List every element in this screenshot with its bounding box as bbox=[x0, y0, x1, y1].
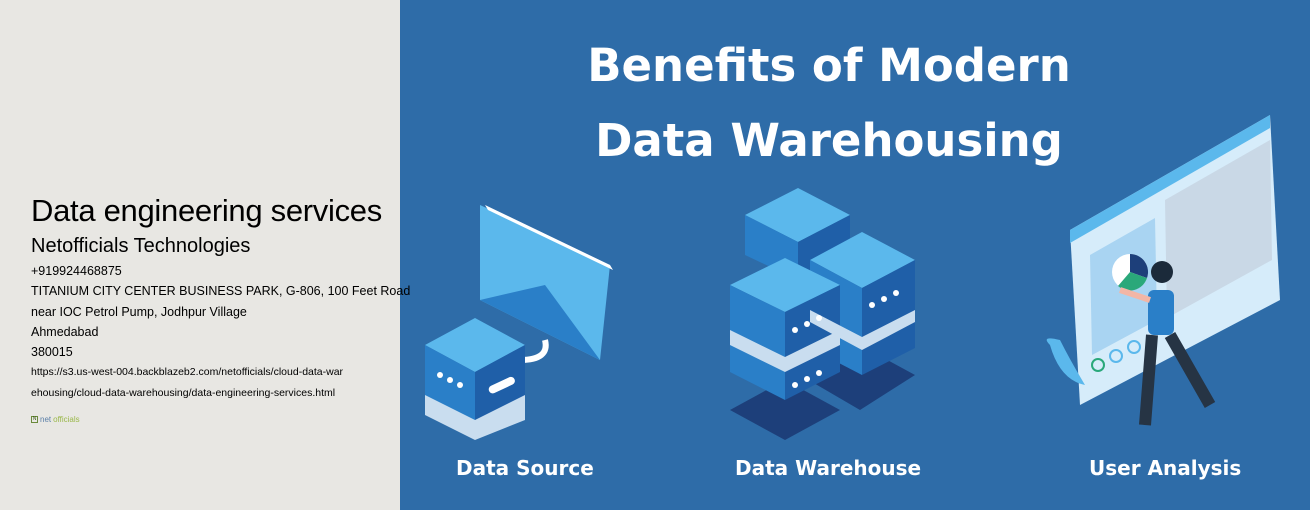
address-line1: TITANIUM CITY CENTER BUSINESS PARK, G-80… bbox=[31, 284, 411, 299]
postal-code: 380015 bbox=[31, 345, 73, 360]
city: Ahmedabad bbox=[31, 324, 99, 339]
label-data-warehouse: Data Warehouse bbox=[735, 456, 922, 480]
business-info: Data engineering services Netofficials T… bbox=[31, 193, 451, 425]
label-user-analysis: User Analysis bbox=[1089, 456, 1242, 480]
envelope-icon bbox=[480, 205, 613, 363]
phone: +919924468875 bbox=[31, 264, 122, 278]
url-line1[interactable]: https://s3.us-west-004.backblazeb2.com/n… bbox=[31, 366, 344, 379]
analytics-dashboard-icon bbox=[1046, 115, 1280, 405]
label-data-source: Data Source bbox=[456, 456, 594, 480]
logo-mark: N bbox=[31, 416, 38, 424]
url-line2[interactable]: ehousing/cloud-data-warehousing/data-eng… bbox=[31, 386, 336, 399]
hero-image: Benefits of Modern Data Warehousing Data… bbox=[400, 0, 1310, 510]
data-source-server-icon bbox=[425, 318, 525, 440]
page-title: Data engineering services bbox=[31, 193, 382, 228]
person-icon bbox=[1119, 261, 1216, 426]
illustration bbox=[425, 115, 1280, 440]
address-line2: near IOC Petrol Pump, Jodhpur Village bbox=[31, 304, 247, 319]
data-warehouse-servers-icon bbox=[730, 188, 915, 440]
company-name: Netofficials Technologies bbox=[31, 235, 251, 257]
hero-title: Benefits of Modern Data Warehousing bbox=[587, 39, 1071, 167]
